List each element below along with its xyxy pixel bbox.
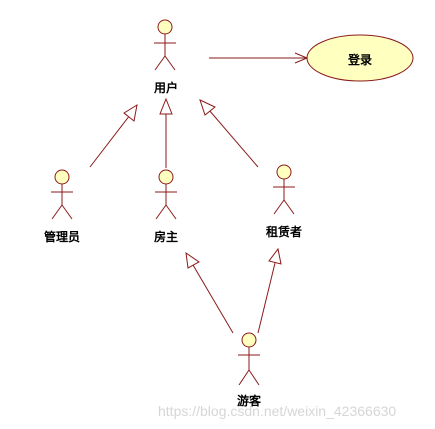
generalization-visitor-tenant [257,247,282,334]
actor-admin-label: 管理员 [43,230,81,244]
generalization-admin-user [89,103,138,168]
actor-tenant-figure [273,164,295,215]
actor-admin-figure [51,169,73,220]
association-user-login [209,52,309,64]
actor-user-figure [154,19,176,71]
actor-visitor-figure [238,332,260,386]
actor-landlord-label: 房主 [153,230,179,244]
actor-landlord-figure [155,169,177,220]
generalization-landlord-user [159,97,173,168]
actor-visitor-label: 游客 [236,394,262,408]
usecase-login-label: 登录 [347,53,373,67]
actor-user-label: 用户 [153,81,179,95]
actor-tenant-label: 租赁者 [265,225,303,239]
generalization-visitor-landlord [185,251,234,334]
watermark: https://blog.csdn.net/weixin_42366630 [158,403,397,419]
generalization-tenant-user [199,99,259,168]
